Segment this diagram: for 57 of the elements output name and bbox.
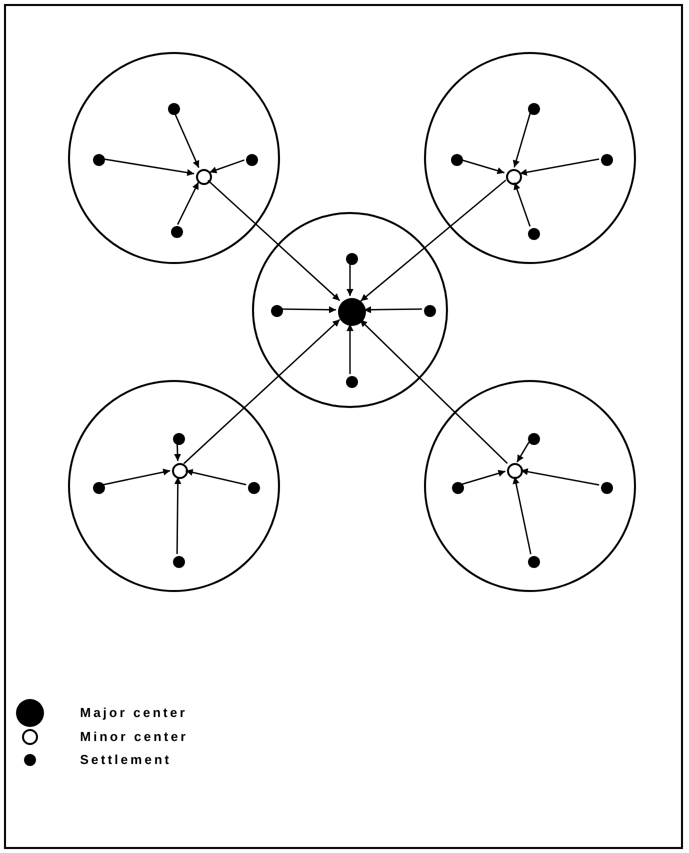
settlement-dot: [168, 103, 180, 115]
legend-label: Minor center: [80, 729, 188, 744]
minor-center-circle: [506, 169, 522, 185]
region-circle: [424, 380, 636, 592]
settlement-dot: [346, 376, 358, 388]
settlement-dot: [346, 253, 358, 265]
region-circle: [68, 380, 280, 592]
arrow: [364, 306, 422, 314]
settlement-dot: [246, 154, 258, 166]
region-circle: [252, 212, 448, 408]
major-center-dot: [338, 298, 366, 326]
settlement-dot: [93, 154, 105, 166]
arrow: [102, 468, 170, 486]
settlement-dot: [173, 433, 185, 445]
region-circle: [424, 52, 636, 264]
settlement-dot: [452, 482, 464, 494]
arrow: [186, 468, 246, 486]
settlement-dot: [528, 103, 540, 115]
arrow: [346, 324, 354, 374]
arrow: [174, 442, 182, 462]
arrow: [462, 470, 506, 485]
arrow: [520, 468, 600, 486]
arrow: [360, 319, 508, 464]
settlement-dot: [528, 433, 540, 445]
arrow: [520, 158, 600, 176]
settlement-dot: [171, 226, 183, 238]
minor-center-circle: [172, 463, 188, 479]
settlement-dot: [528, 556, 540, 568]
legend-label: Settlement: [80, 752, 172, 767]
settlement-dot: [528, 228, 540, 240]
arrow: [346, 263, 354, 296]
arrow: [360, 180, 506, 302]
legend-label: Major center: [80, 705, 188, 720]
settlement-dot: [451, 154, 463, 166]
arrow: [516, 442, 530, 462]
arrow: [207, 180, 340, 302]
arrow: [174, 477, 182, 554]
settlement-dot: [271, 305, 283, 317]
arrow: [281, 306, 336, 314]
arrow: [512, 112, 531, 168]
arrow: [174, 112, 200, 168]
arrow: [177, 182, 200, 225]
arrow: [183, 319, 340, 464]
minor-center-circle: [507, 463, 523, 479]
settlement-dot: [601, 154, 613, 166]
settlement-dot: [601, 482, 613, 494]
minor-center-circle: [196, 169, 212, 185]
arrow: [102, 158, 194, 176]
settlement-dot: [93, 482, 105, 494]
settlement-dot: [173, 556, 185, 568]
settlement-dot: [248, 482, 260, 494]
region-circle: [68, 52, 280, 264]
arrow: [512, 476, 532, 554]
settlement-dot: [424, 305, 436, 317]
arrow: [514, 182, 531, 227]
arrow: [209, 159, 245, 174]
arrow: [460, 159, 505, 174]
